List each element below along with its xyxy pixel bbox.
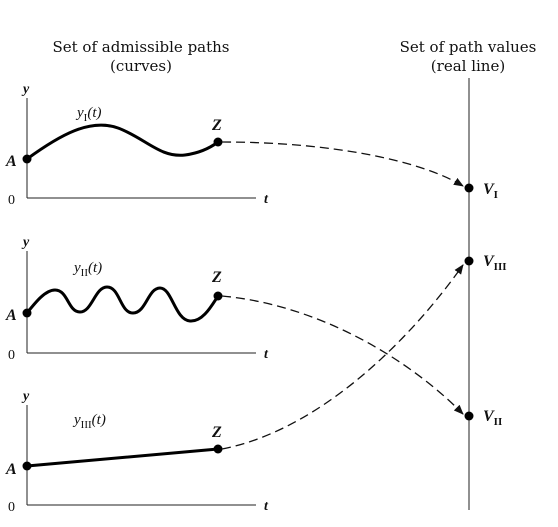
y-axis-label: y [21, 389, 30, 404]
value-label-1: VI [483, 181, 498, 201]
y-axis-label: y [21, 82, 30, 97]
value-point-2 [464, 411, 474, 421]
right-header-line1: Set of path values [400, 38, 537, 56]
path-label: yIII(t) [72, 412, 106, 431]
left-header-line2: (curves) [110, 57, 172, 75]
start-label: A [5, 153, 17, 170]
y-axis-label: y [21, 235, 30, 250]
value-point-3 [464, 256, 474, 266]
panel-path-3: y t 0 A Z yIII(t) [5, 389, 269, 515]
end-label: Z [211, 424, 222, 441]
left-header-line1: Set of admissible paths [52, 38, 229, 56]
origin-label: 0 [8, 500, 15, 515]
mapping-arrow-2 [221, 295, 464, 415]
path-curve-1 [25, 123, 220, 161]
mapping-arrow-1 [221, 141, 464, 187]
start-label: A [5, 461, 17, 478]
origin-label: 0 [8, 348, 15, 363]
t-axis-label: t [264, 499, 269, 514]
value-label-2: VII [483, 408, 502, 428]
value-label-3: VIII [483, 253, 507, 273]
panel-path-1: y t 0 A Z yI(t) [5, 82, 269, 208]
end-label: Z [211, 269, 222, 286]
path-label: yII(t) [72, 260, 102, 279]
end-label: Z [211, 117, 222, 134]
start-point [22, 461, 32, 471]
start-point [22, 154, 32, 164]
path-curve-2 [25, 285, 220, 323]
end-point [213, 291, 223, 301]
end-point [213, 444, 223, 454]
start-label: A [5, 307, 17, 324]
right-header-line2: (real line) [431, 57, 505, 75]
value-point-1 [464, 183, 474, 193]
mapping-arrow-3 [221, 264, 464, 450]
panel-path-2: y t 0 A Z yII(t) [5, 235, 269, 363]
t-axis-label: t [264, 192, 269, 207]
path-curve-3 [25, 447, 220, 468]
t-axis-label: t [264, 347, 269, 362]
start-point [22, 308, 32, 318]
path-label: yI(t) [75, 105, 102, 124]
origin-label: 0 [8, 193, 15, 208]
end-point [213, 137, 223, 147]
